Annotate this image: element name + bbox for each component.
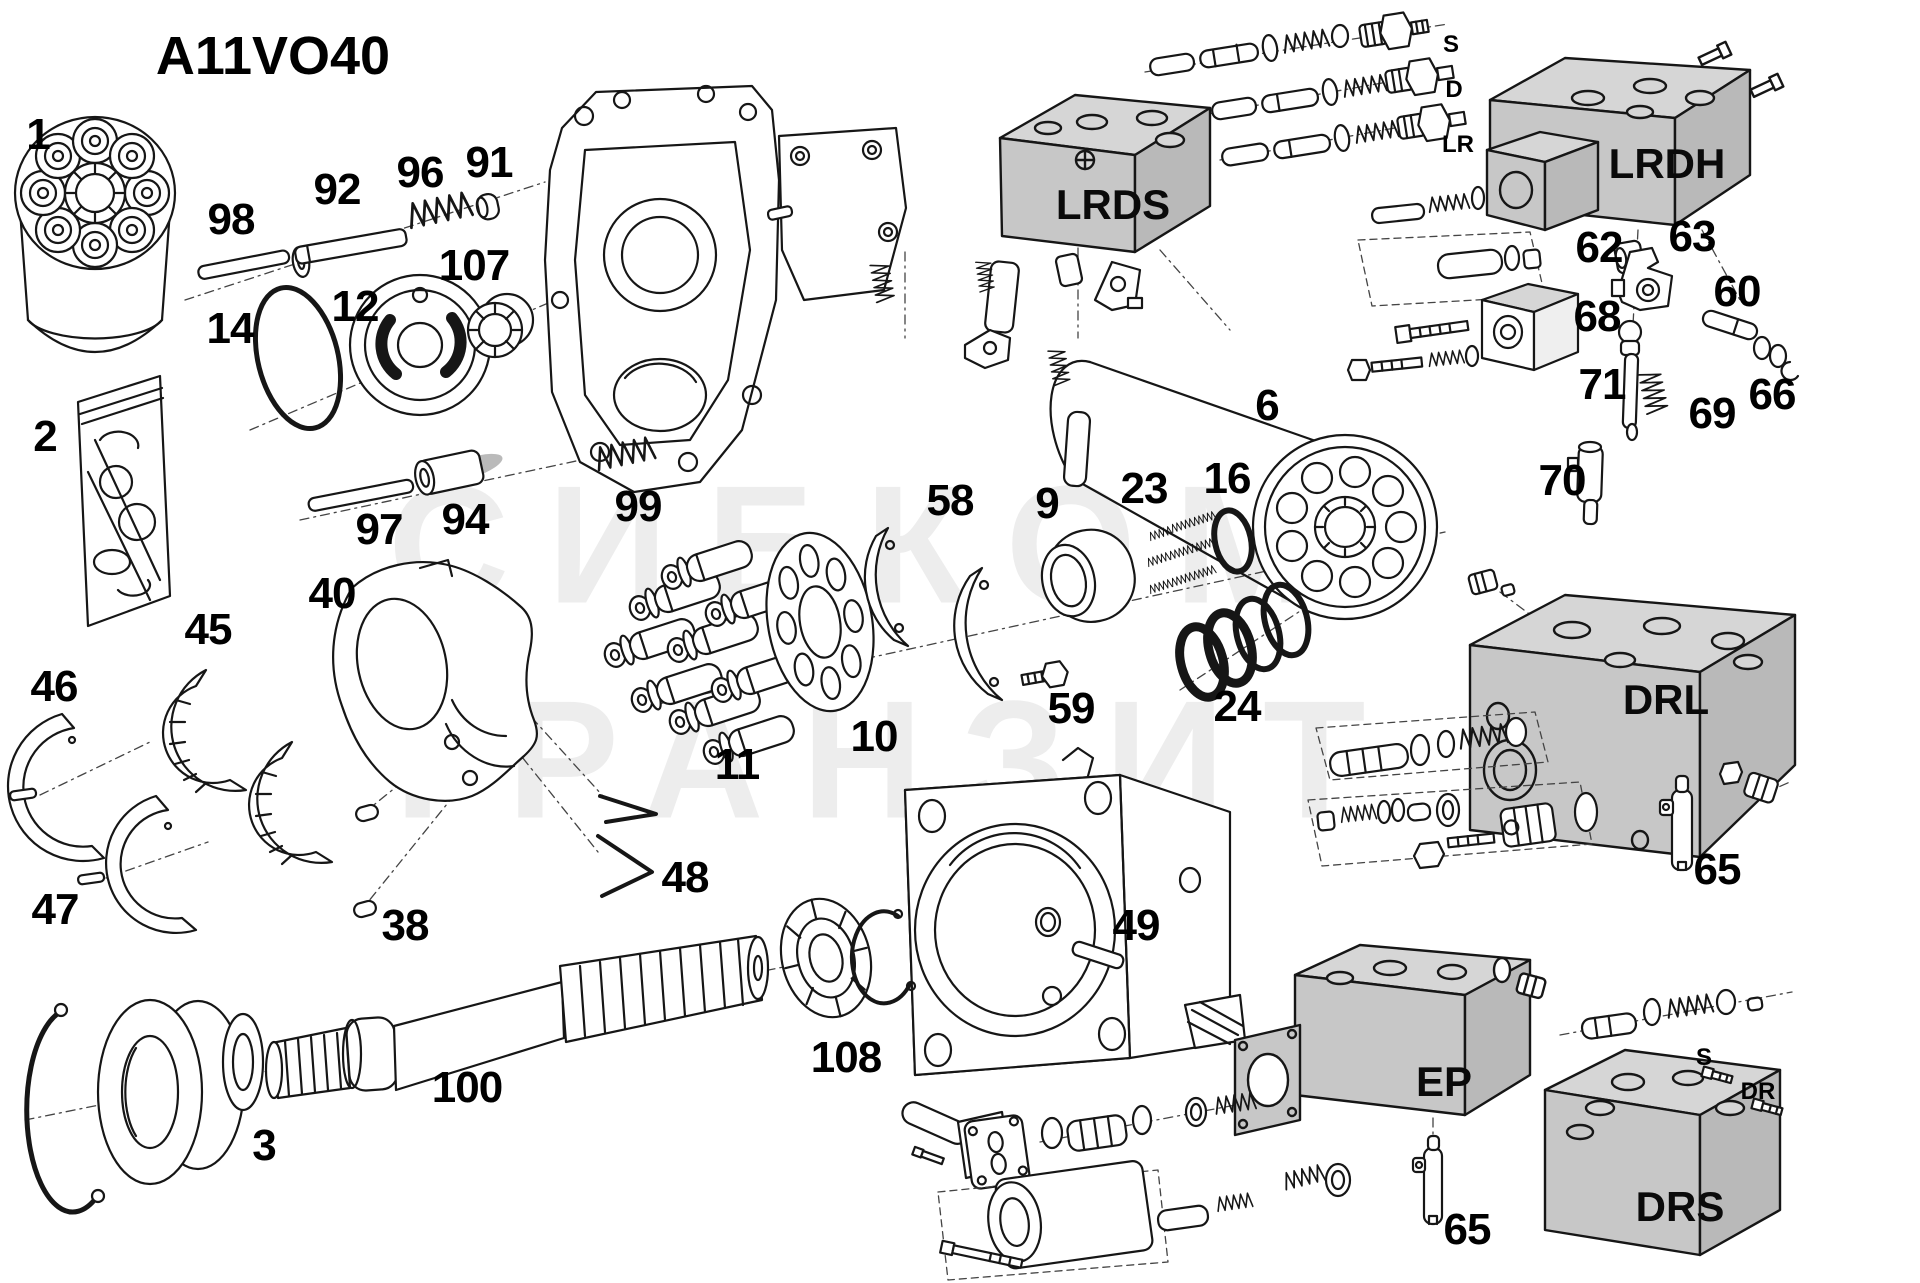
drs-chain-parts bbox=[1580, 988, 1784, 1117]
part-49-pin bbox=[1071, 940, 1125, 970]
valve-row-s bbox=[1149, 11, 1430, 77]
part-100-drive-shaft bbox=[264, 934, 770, 1100]
lrdh-chain-parts bbox=[1346, 185, 1580, 382]
part-70-plunger bbox=[1566, 440, 1604, 526]
part-14-o-ring bbox=[252, 284, 344, 432]
part-3-seal-carrier bbox=[96, 998, 265, 1186]
part-58-guide-segments bbox=[863, 526, 1004, 702]
part-98-pin bbox=[197, 249, 291, 280]
part-12-valve-plate bbox=[348, 273, 492, 417]
part-65-valve-drl bbox=[1658, 774, 1694, 872]
valve-row-d bbox=[1211, 57, 1455, 121]
part-107-needle-bearing bbox=[466, 292, 535, 359]
end-cover-housing bbox=[543, 84, 908, 494]
part-46-cradle-shell bbox=[6, 712, 106, 863]
part-94-bushing bbox=[414, 449, 503, 496]
part-45-cradle-bearing-a bbox=[161, 668, 248, 794]
part-108-bearing bbox=[779, 897, 917, 1019]
part-66-rings bbox=[1752, 335, 1800, 382]
part-63-lever-bracket bbox=[1610, 246, 1674, 312]
part-38-pins bbox=[353, 803, 379, 919]
part-2-seal-kit bbox=[76, 374, 172, 628]
part-6-cylinder-barrel bbox=[1049, 359, 1439, 621]
drs-control-block bbox=[1543, 1048, 1782, 1257]
lrds-chain-parts bbox=[869, 252, 1144, 488]
dr-screw bbox=[1750, 1097, 1784, 1117]
ep-control-block bbox=[1233, 943, 1547, 1137]
retaining-ring bbox=[24, 1002, 106, 1215]
part-68-joint bbox=[1617, 319, 1643, 357]
main-pump-housing bbox=[903, 746, 1247, 1077]
part-40-swashplate bbox=[332, 558, 539, 802]
part-16-ring bbox=[1211, 507, 1255, 575]
part-47-cradle-shell bbox=[76, 794, 198, 935]
ep-solenoid-assembly bbox=[901, 1091, 1258, 1281]
part-69-spring bbox=[1637, 369, 1670, 416]
part-59-screw bbox=[1020, 660, 1069, 689]
part-71-feedback-rod bbox=[1621, 352, 1640, 442]
ep-spring-set bbox=[1281, 1162, 1352, 1198]
drl-chain-parts bbox=[1307, 568, 1599, 870]
part-65-valve-ep bbox=[1411, 1134, 1444, 1226]
part-96-spring bbox=[405, 190, 475, 230]
drl-control-block bbox=[1468, 593, 1797, 859]
part-97-pin bbox=[307, 478, 415, 512]
part-9-cup bbox=[1040, 528, 1136, 624]
valve-row-lr bbox=[1221, 103, 1467, 167]
part-60-pin bbox=[1701, 309, 1759, 341]
drl-right-plugs bbox=[1718, 760, 1779, 804]
part-92-spindle bbox=[291, 228, 408, 278]
part-1-cylinder-block bbox=[13, 115, 177, 353]
part-91-cap bbox=[475, 192, 500, 221]
lrdh-control-block bbox=[1485, 40, 1785, 232]
part-48-spring-pins bbox=[596, 794, 658, 898]
lrds-control-block bbox=[998, 93, 1212, 254]
part-45-cradle-bearing-b bbox=[247, 740, 334, 866]
part-24-ring-stack bbox=[1175, 581, 1312, 702]
part-10-retainer-plate bbox=[765, 531, 875, 713]
s-screw bbox=[1700, 1065, 1734, 1085]
